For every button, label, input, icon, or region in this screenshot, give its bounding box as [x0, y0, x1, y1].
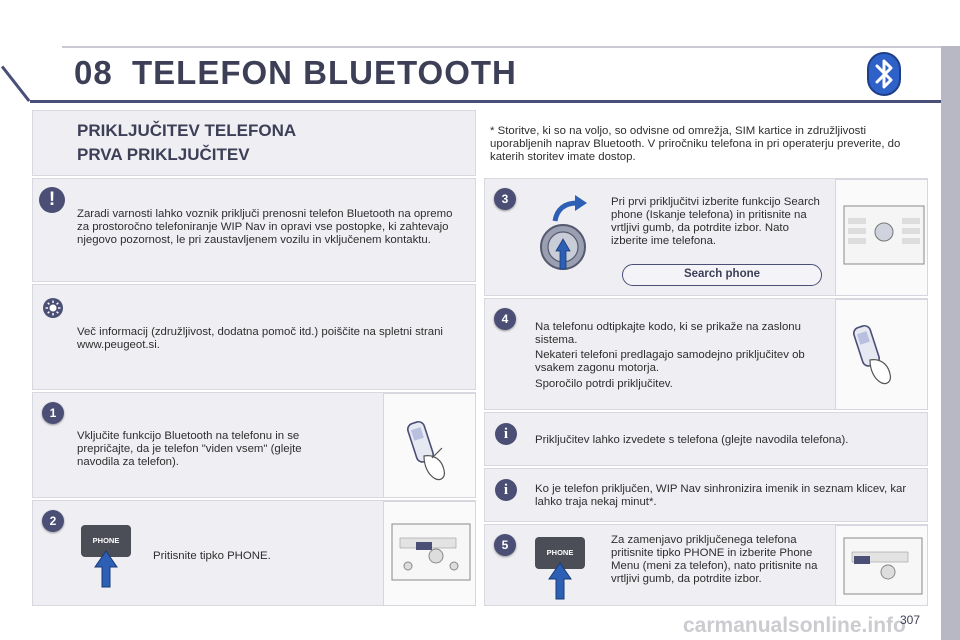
step-2-text: Pritisnite tipko PHONE.	[153, 550, 271, 562]
tip-panel: Več informacij (združljivost, dodatna po…	[32, 284, 476, 390]
sun-glyph-icon	[45, 300, 61, 316]
rotary-knob-icon	[540, 195, 587, 270]
step-2-illustration-cell	[383, 501, 476, 606]
step-5-panel: 5 PHONE Za zamenjavo priključenega telef…	[484, 524, 928, 606]
chapter-title: TELEFON BLUETOOTH	[132, 54, 517, 91]
step-4-panel: 4 Na telefonu odtipkajte kodo, ki se pri…	[484, 298, 928, 410]
step-4-text-2: Nekateri telefoni predlagajo samodejno p…	[535, 349, 805, 374]
section-title-line1: PRIKLJUČITEV TELEFONA	[77, 121, 297, 140]
step-3-badge: 3	[494, 188, 516, 210]
head-unit-illustration-icon	[843, 537, 923, 595]
head-unit-illustration-icon	[391, 523, 471, 581]
step-5-badge: 5	[494, 534, 516, 556]
page-number: 307	[900, 613, 921, 627]
tip-text: Več informacij (združljivost, dodatna po…	[77, 326, 443, 351]
mobile-phone-icon	[852, 324, 891, 385]
press-arrow-icon	[94, 550, 118, 588]
watermark: carmanualsonline.info	[683, 614, 906, 637]
step-2-badge: 2	[42, 510, 64, 532]
info-1-panel: i Priključitev lahko izvedete s telefona…	[484, 412, 928, 466]
page-edge-bar	[941, 46, 960, 640]
info-2-text: Ko je telefon priključen, WIP Nav sinhro…	[535, 483, 907, 508]
bluetooth-icon	[867, 52, 901, 96]
step-1-badge: 1	[42, 402, 64, 424]
footnote-text: * Storitve, ki so na voljo, so odvisne o…	[490, 125, 901, 163]
step-5-illustration-cell	[835, 525, 928, 606]
section-title-panel: PRIKLJUČITEV TELEFONA PRVA PRIKLJUČITEV	[32, 110, 476, 176]
info-icon: i	[495, 479, 517, 501]
chapter-number: 08	[74, 54, 113, 91]
bluetooth-glyph-icon	[875, 59, 893, 89]
warning-icon: !	[39, 187, 65, 213]
info-icon: i	[495, 423, 517, 445]
info-1-text: Priključitev lahko izvedete s telefona (…	[535, 434, 849, 446]
step-4-text-1: Na telefonu odtipkajte kodo, ki se prika…	[535, 321, 801, 346]
mobile-phone-hand-icon	[406, 420, 445, 481]
step-5-text: Za zamenjavo priključenega telefona prit…	[611, 534, 818, 585]
step-1-text: Vključite funkcijo Bluetooth na telefonu…	[77, 430, 302, 468]
info-2-panel: i Ko je telefon priključen, WIP Nav sinh…	[484, 468, 928, 522]
step-3-text: Pri prvi priključitvi izberite funkcijo …	[611, 196, 820, 247]
search-phone-button[interactable]: Search phone	[622, 264, 822, 286]
sun-tip-icon	[43, 298, 63, 318]
warning-panel: ! Zaradi varnosti lahko voznik priključi…	[32, 178, 476, 282]
dashboard-illustration-icon	[843, 205, 925, 265]
header-slant-rule	[0, 65, 31, 102]
step-4-badge: 4	[494, 308, 516, 330]
step-1-panel: 1 Vključite funkcijo Bluetooth na telefo…	[32, 392, 476, 498]
warning-text: Zaradi varnosti lahko voznik priključi p…	[77, 208, 453, 246]
section-title-line2: PRVA PRIKLJUČITEV	[77, 145, 250, 164]
step-1-illustration-cell	[383, 393, 476, 498]
step-3-panel: 3 Pri prvi priključitvi izberite funkcij…	[484, 178, 928, 296]
step-2-panel: 2 PHONE Pritisnite tipko PHONE.	[32, 500, 476, 606]
header-rule	[30, 100, 956, 103]
header-top-rule	[62, 46, 958, 48]
step-4-illustration-cell	[835, 299, 928, 410]
step-3-illustration-cell	[835, 179, 928, 296]
press-arrow-icon	[548, 562, 572, 600]
step-4-text-3: Sporočilo potrdi priključitev.	[535, 378, 673, 390]
